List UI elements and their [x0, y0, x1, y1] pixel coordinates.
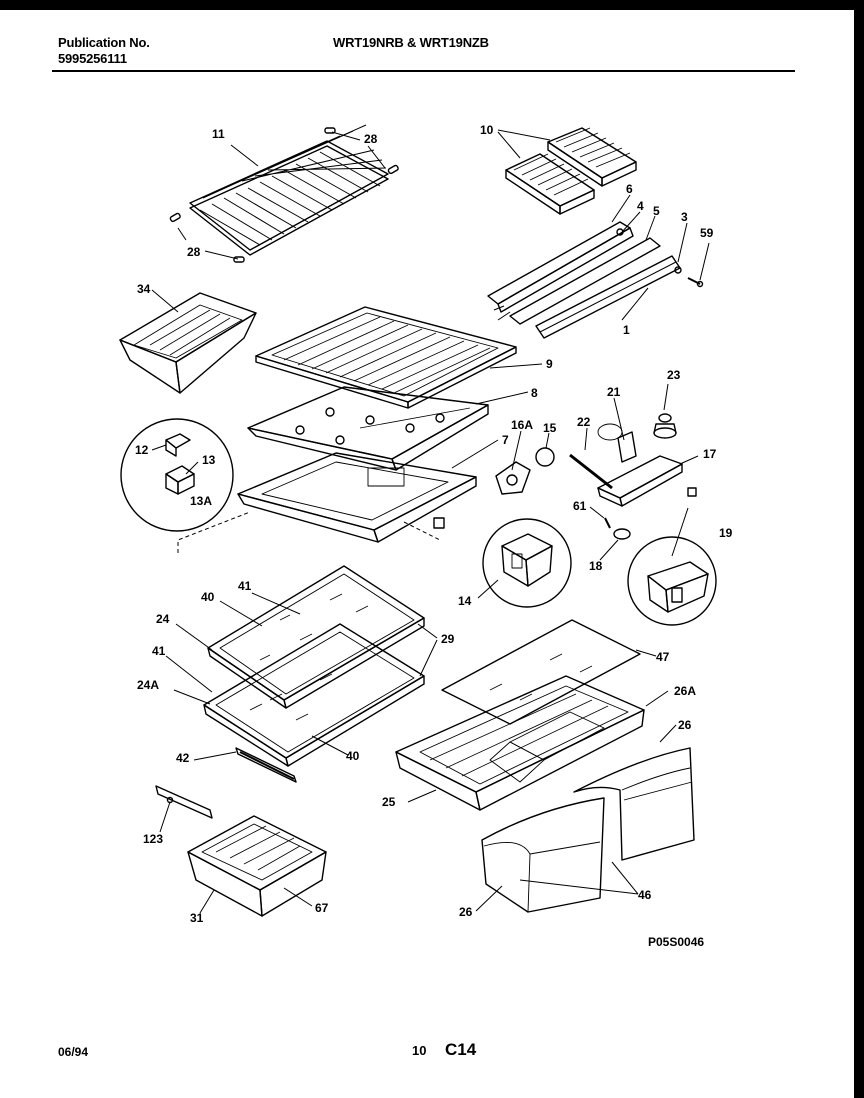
callout-24a: 24A	[137, 678, 159, 692]
drawer-rail	[235, 747, 297, 783]
control-knob	[653, 413, 677, 439]
freezer-shelf-rails	[487, 221, 704, 339]
callout-7: 7	[502, 433, 509, 447]
callout-18: 18	[589, 559, 603, 573]
callout-24: 24	[156, 612, 170, 626]
callout-40-bottom: 40	[346, 749, 360, 763]
callout-19: 19	[719, 526, 733, 540]
small-clip	[687, 487, 697, 497]
callout-labels: 11 28 28 10 6 4 5 3 59 1 34 9 8 7 12 13 …	[135, 123, 733, 949]
callout-41-bottom: 41	[152, 644, 166, 658]
model-numbers: WRT19NRB & WRT19NZB	[333, 35, 489, 50]
callout-31: 31	[190, 911, 204, 925]
washer-18	[613, 528, 631, 540]
meat-drawer	[187, 815, 327, 917]
callout-26-right: 26	[678, 718, 692, 732]
callout-41-top: 41	[238, 579, 252, 593]
detail-circle-socket	[482, 518, 572, 608]
callout-13a: 13A	[190, 494, 212, 508]
callout-10: 10	[480, 123, 494, 137]
light-bulb	[535, 447, 555, 467]
callout-3: 3	[681, 210, 688, 224]
light-switch	[647, 561, 709, 613]
crisper-cover-frame	[395, 675, 645, 811]
callout-61: 61	[573, 499, 587, 513]
callout-42: 42	[176, 751, 190, 765]
lower-glass-shelf	[203, 623, 425, 767]
figure-code: P05S0046	[648, 935, 704, 949]
callout-9: 9	[546, 357, 553, 371]
damper-control	[165, 433, 195, 495]
callout-22: 22	[577, 415, 591, 429]
callout-14: 14	[458, 594, 472, 608]
light-socket-detail	[501, 533, 553, 587]
crisper-drawer-left	[481, 797, 605, 913]
small-bracket	[433, 517, 445, 529]
shelf-support-right	[387, 164, 399, 175]
callout-40-top: 40	[201, 590, 215, 604]
callout-8: 8	[531, 386, 538, 400]
callout-46: 46	[638, 888, 652, 902]
freezer-liner-cover	[247, 386, 489, 471]
callout-leaders	[151, 129, 710, 914]
publication-label: Publication No.	[58, 35, 150, 50]
footer-section-code: C14	[445, 1040, 477, 1059]
callout-12: 12	[135, 443, 149, 457]
callout-26a: 26A	[674, 684, 696, 698]
freezer-wire-shelf	[189, 124, 389, 256]
callout-29: 29	[441, 632, 455, 646]
callout-25: 25	[382, 795, 396, 809]
light-switch-rod	[569, 453, 613, 490]
callout-5: 5	[653, 204, 660, 218]
callout-15: 15	[543, 421, 557, 435]
callout-13: 13	[202, 453, 216, 467]
callout-34: 34	[137, 282, 151, 296]
crisper-cover-glass	[441, 619, 641, 725]
screw-61	[604, 517, 611, 529]
callout-47: 47	[656, 650, 670, 664]
callout-11: 11	[212, 127, 225, 141]
callout-17: 17	[703, 447, 717, 461]
control-housing	[597, 455, 683, 507]
callout-23: 23	[667, 368, 681, 382]
ice-cube-trays	[505, 127, 637, 215]
callout-123: 123	[143, 832, 163, 846]
shelf-support-left	[169, 212, 181, 223]
thermostat	[597, 423, 637, 463]
publication-number: 5995256111	[58, 51, 127, 66]
header-rule	[52, 70, 795, 72]
drawer-rail-support	[155, 785, 213, 819]
shelf-support-bottom	[233, 256, 245, 263]
callout-67: 67	[315, 901, 329, 915]
footer-date: 06/94	[58, 1045, 89, 1059]
callout-28-left: 28	[187, 245, 201, 259]
callout-1: 1	[623, 323, 630, 337]
callout-16a: 16A	[511, 418, 533, 432]
detail-circle-damper	[120, 418, 234, 532]
divider-cover	[237, 452, 477, 543]
callout-6: 6	[626, 182, 633, 196]
shelf-support-top	[324, 127, 336, 134]
callout-26-left: 26	[459, 905, 473, 919]
dashed-leader-left	[177, 511, 251, 553]
callout-21: 21	[607, 385, 621, 399]
detail-circle-switch	[627, 536, 717, 626]
footer-page-number: 10	[412, 1043, 427, 1058]
crisper-drawer-right	[573, 747, 695, 861]
callout-59: 59	[700, 226, 714, 240]
light-socket	[495, 461, 531, 495]
callout-28-top: 28	[364, 132, 378, 146]
freezer-basket	[119, 292, 257, 394]
upper-glass-shelf	[207, 565, 425, 709]
callout-4: 4	[637, 199, 644, 213]
freezer-floor-plate	[255, 306, 517, 409]
